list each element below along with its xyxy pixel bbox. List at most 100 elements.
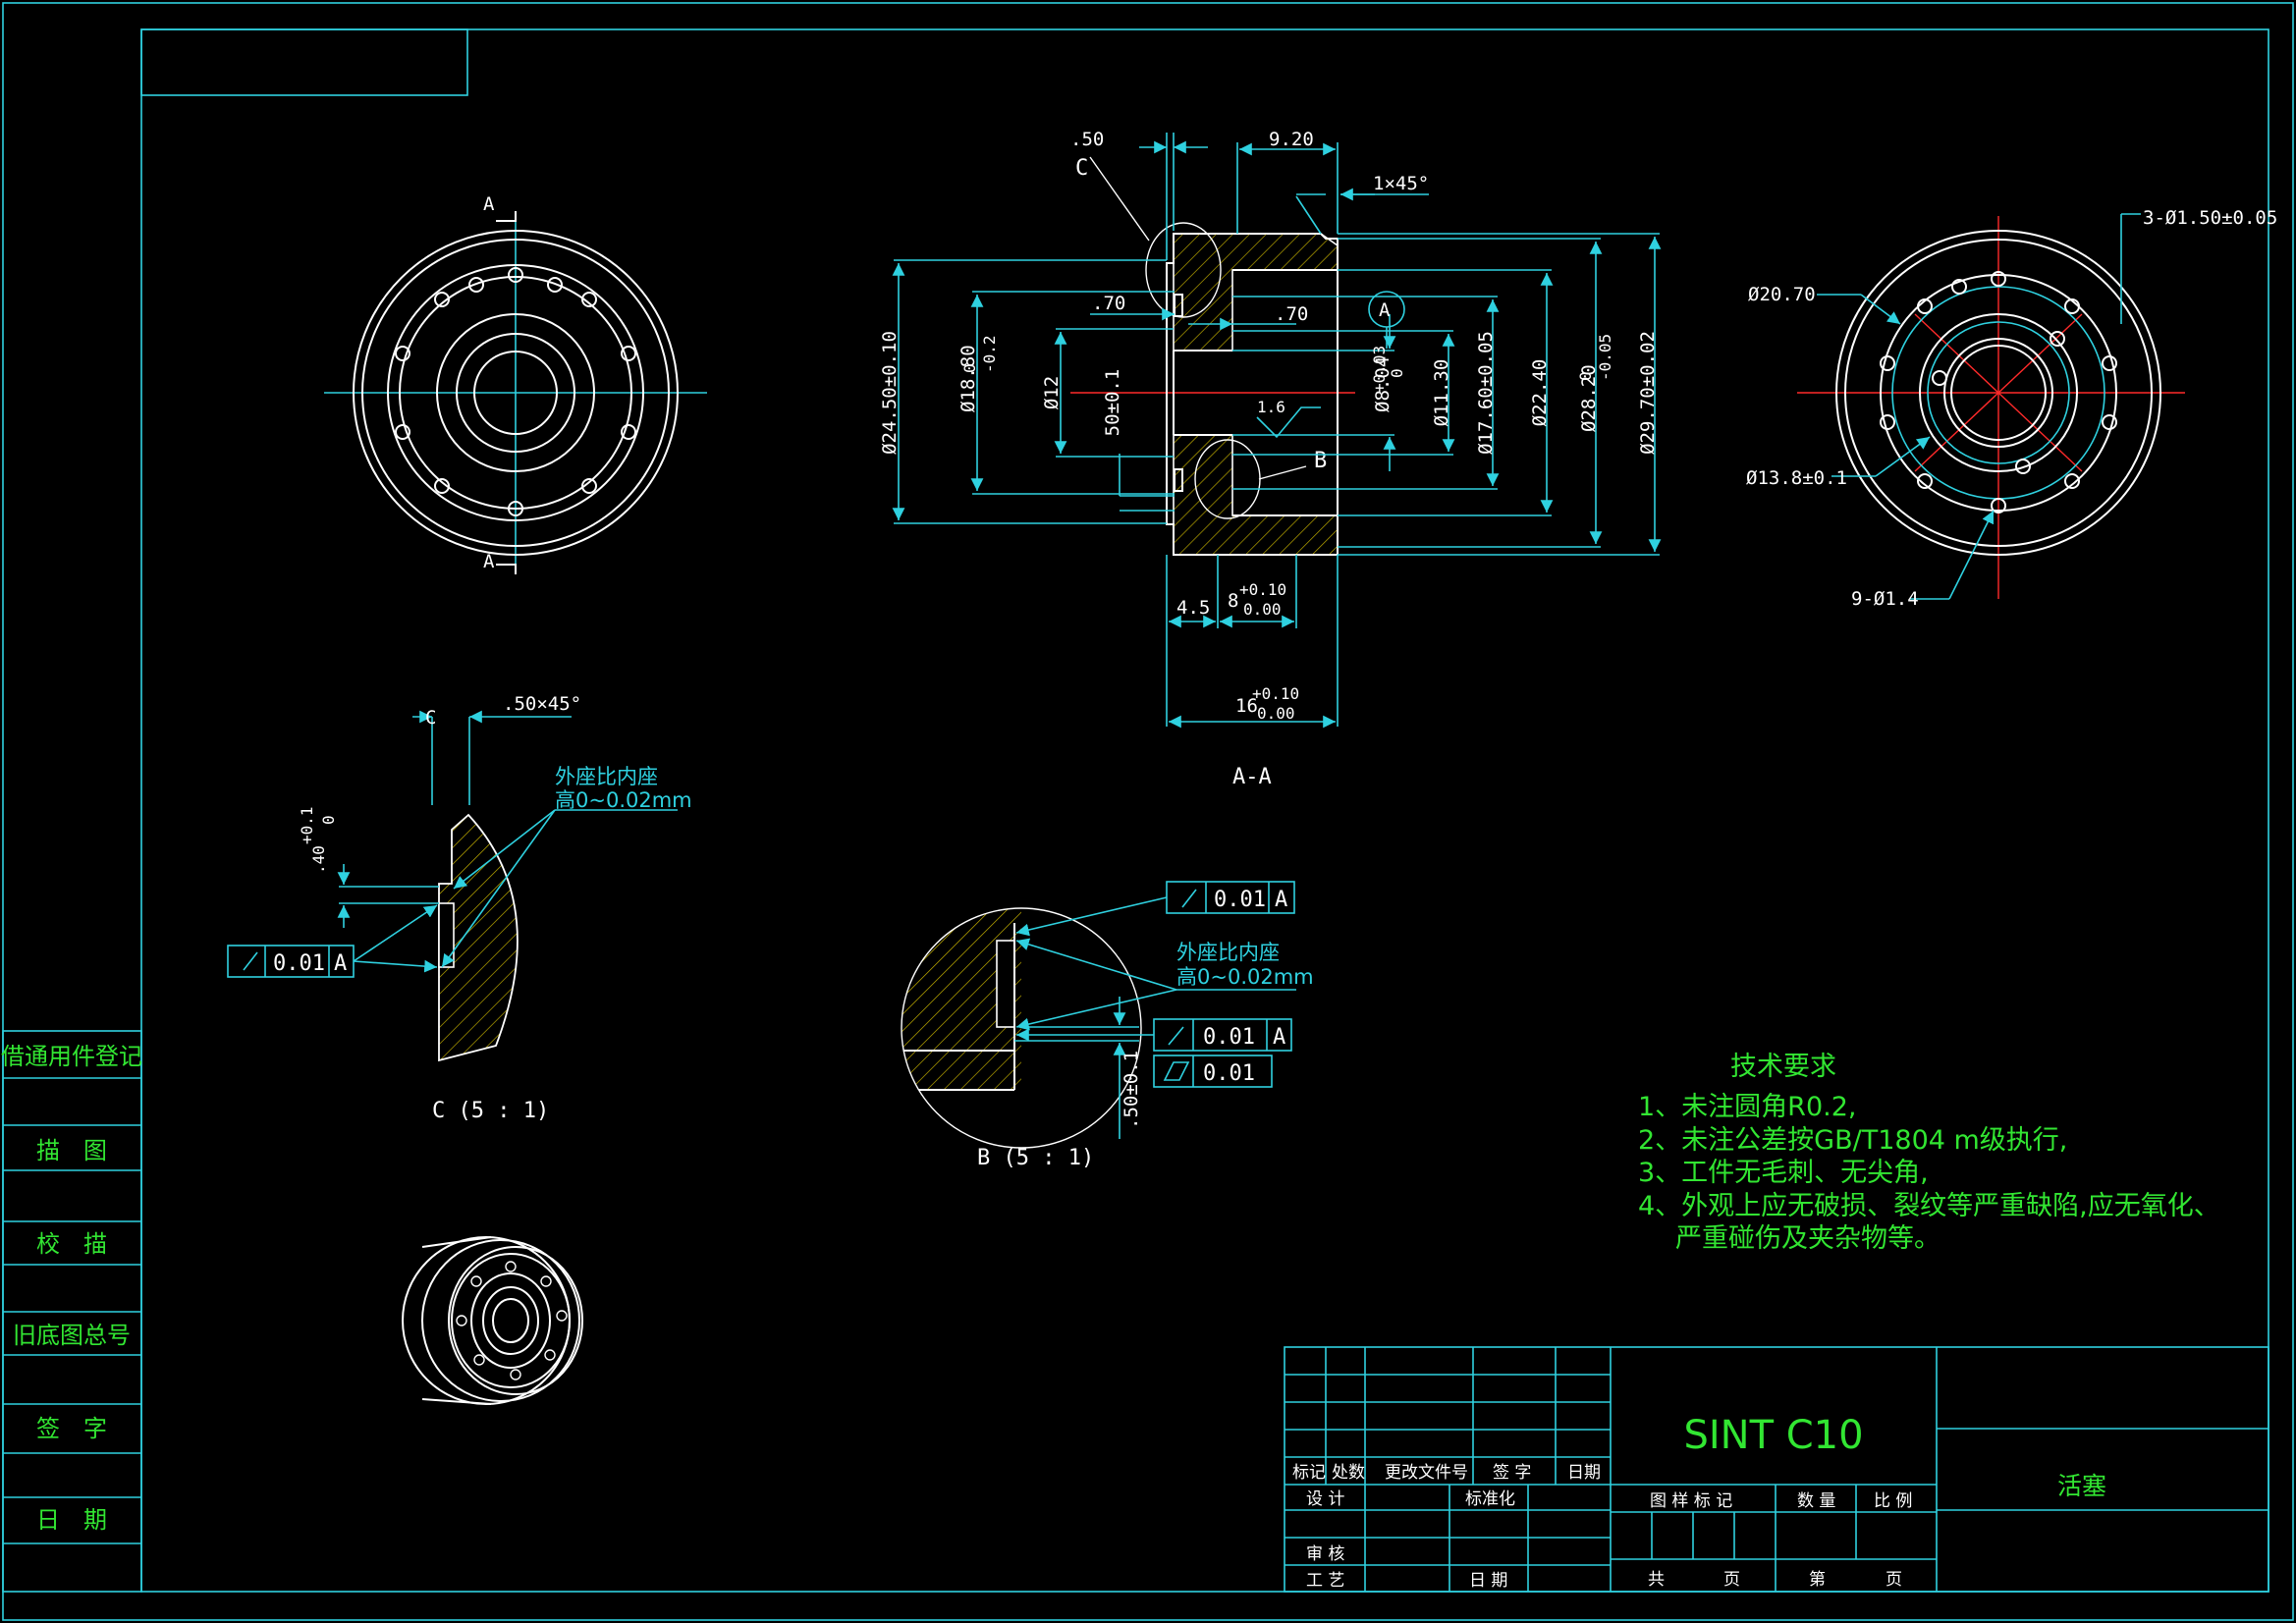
dim-070b: .70 — [1275, 303, 1308, 325]
front-view: A A — [324, 193, 707, 574]
tb-date: 日期 — [1567, 1463, 1601, 1483]
dim-8-tol-upper: +0.10 — [1239, 580, 1286, 599]
dim-2970: Ø29.70±0.02 — [1637, 331, 1659, 455]
dim-070a: .70 — [1092, 293, 1125, 314]
title-block: 标记 处数 更改文件号 签 字 日期 设 计 标准化 审 核 工 艺 日 期 S… — [1284, 1346, 2269, 1593]
dim-8: 8 — [1228, 590, 1238, 612]
tb-mark: 标记 — [1292, 1463, 1326, 1483]
tb-total: 共 — [1648, 1570, 1665, 1590]
dim-chamfer: 1×45° — [1373, 173, 1429, 194]
section-label: A-A — [1232, 765, 1272, 789]
right-view: 3-Ø1.50±0.05 Ø20.70 Ø13.8±0.1 9-Ø1.4 — [1746, 207, 2277, 610]
detail-c-cut: C — [425, 707, 436, 729]
dim-1880-tol-lower: -0.2 — [980, 335, 999, 373]
dim-2450: Ø24.50±0.10 — [879, 331, 901, 455]
c-height-tol-upper: +0.1 — [298, 806, 316, 844]
dim-2820-tol-lower: -0.05 — [1596, 334, 1614, 381]
tb-quantity: 数 量 — [1797, 1491, 1835, 1511]
technical-requirements: 技术要求 1、未注圆角R0.2, 2、未注公差按GB/T1804 m级执行, 3… — [1638, 1052, 2220, 1254]
b-runout-top-value: 0.01 — [1214, 888, 1266, 912]
tb-design: 设 计 — [1306, 1489, 1344, 1509]
datum-letter: A — [1379, 299, 1391, 321]
c-height-tol-lower: 0 — [319, 815, 338, 825]
b-runout-top-datum: A — [1275, 888, 1287, 912]
cut-letter-bottom: A — [483, 551, 495, 572]
tb-page: 页 — [1723, 1570, 1740, 1590]
side-row-3: 旧底图总号 — [13, 1322, 131, 1349]
dim-050-01: 50±0.1 — [1102, 369, 1123, 437]
dim-2820-tol-upper: 0 — [1576, 371, 1595, 381]
tb-page2: 页 — [1886, 1570, 1902, 1590]
requirement-4: 4、外观上应无破损、裂纹等严重缺陷,应无氧化、 — [1638, 1191, 2220, 1221]
dim-1880: Ø18.80 — [957, 345, 979, 412]
dim-holes9: 9-Ø1.4 — [1851, 588, 1919, 610]
dim-1880-tol-upper: 0 — [960, 363, 979, 373]
requirement-2: 2、未注公差按GB/T1804 m级执行, — [1638, 1125, 2067, 1156]
tb-count: 处数 — [1332, 1463, 1365, 1483]
b-note-1: 外座比内座 — [1176, 941, 1280, 964]
c-runout-datum: A — [334, 951, 347, 976]
dim-45: 4.5 — [1176, 597, 1210, 619]
dim-2240: Ø22.40 — [1529, 359, 1551, 427]
side-row-5: 日 期 — [36, 1506, 107, 1534]
side-row-2: 校 描 — [36, 1230, 107, 1258]
detail-c-letter: C — [1075, 156, 1088, 181]
c-note-2: 高0~0.02mm — [555, 788, 692, 812]
dim-1760: Ø17.60±0.05 — [1475, 331, 1497, 455]
tb-process: 工 艺 — [1306, 1571, 1344, 1591]
b-runout-bottom-datum: A — [1273, 1025, 1285, 1050]
dim-1130: Ø11.30 — [1431, 359, 1452, 427]
tb-scale: 比 例 — [1874, 1491, 1912, 1511]
section-view: C B .50 9.20 1×45° .70 .70 Ø24.50±0.10 Ø… — [879, 129, 1662, 789]
dim-804-tol-upper: +0.03 — [1370, 346, 1389, 393]
tb-material: SINT C10 — [1683, 1413, 1863, 1458]
tb-sheet-no: 第 — [1809, 1570, 1826, 1590]
dim-16len-tol-upper: +0.10 — [1252, 684, 1299, 703]
right-view-holes — [1880, 271, 2117, 514]
c-note-1: 外座比内座 — [555, 765, 658, 788]
detail-c-label: C (5 : 1) — [432, 1099, 549, 1123]
cut-letter-top: A — [483, 193, 495, 215]
side-row-0: 借通用件登记 — [1, 1043, 142, 1070]
b-note-2: 高0~0.02mm — [1176, 965, 1314, 989]
detail-c: C .50×45° .40 +0.1 0 外座比内座 高0~0.02mm 0.0… — [227, 693, 692, 1123]
c-height: .40 — [309, 845, 328, 874]
b-height: .50±0.1 — [1121, 1051, 1142, 1129]
tb-review: 审 核 — [1306, 1544, 1344, 1564]
side-table: 借通用件登记 描 图 校 描 旧底图总号 签 字 日 期 — [1, 1030, 142, 1593]
dim-12: Ø12 — [1041, 376, 1063, 409]
dim-16: 1.6 — [1257, 398, 1285, 416]
front-view-holes — [395, 267, 636, 516]
requirements-title: 技术要求 — [1730, 1052, 1836, 1082]
detail-b-label: B (5 : 1) — [977, 1146, 1094, 1170]
dim-16len-tol-lower: 0.00 — [1257, 704, 1295, 723]
isometric-view — [402, 1236, 583, 1405]
tb-standardize: 标准化 — [1465, 1489, 1515, 1509]
tb-date2: 日 期 — [1469, 1571, 1507, 1591]
tb-signature: 签 字 — [1493, 1463, 1531, 1483]
dim-804: Ø8.04 — [1372, 356, 1394, 412]
dim-2070: Ø20.70 — [1748, 284, 1816, 305]
tb-change-doc: 更改文件号 — [1385, 1463, 1468, 1483]
detail-b: 0.01 A 外座比内座 高0~0.02mm 0.01 A 0.01 .50±0… — [901, 881, 1314, 1170]
dim-16len: 16 — [1235, 695, 1258, 717]
c-runout-value: 0.01 — [273, 951, 325, 976]
side-row-4: 签 字 — [36, 1415, 107, 1442]
detail-b-letter: B — [1314, 449, 1327, 473]
tb-part-name: 活塞 — [2057, 1472, 2106, 1500]
requirement-3: 3、工件无毛刺、无尖角, — [1638, 1158, 1929, 1188]
dim-2820: Ø28.20 — [1578, 364, 1600, 432]
dim-920: 9.20 — [1269, 129, 1314, 150]
dim-8-tol-lower: 0.00 — [1243, 600, 1282, 619]
requirement-5: 严重碰伤及夹杂物等。 — [1675, 1223, 1941, 1254]
c-chamfer: .50×45° — [503, 693, 581, 715]
dim-holes3: 3-Ø1.50±0.05 — [2143, 207, 2277, 229]
b-runout-bottom-value: 0.01 — [1203, 1025, 1255, 1050]
tb-sample-mark: 图 样 标 记 — [1650, 1491, 1732, 1511]
dim-050: .50 — [1070, 129, 1104, 150]
b-flatness-value: 0.01 — [1203, 1061, 1255, 1086]
requirement-1: 1、未注圆角R0.2, — [1638, 1092, 1856, 1122]
dim-804-tol-lower: 0 — [1388, 368, 1406, 378]
